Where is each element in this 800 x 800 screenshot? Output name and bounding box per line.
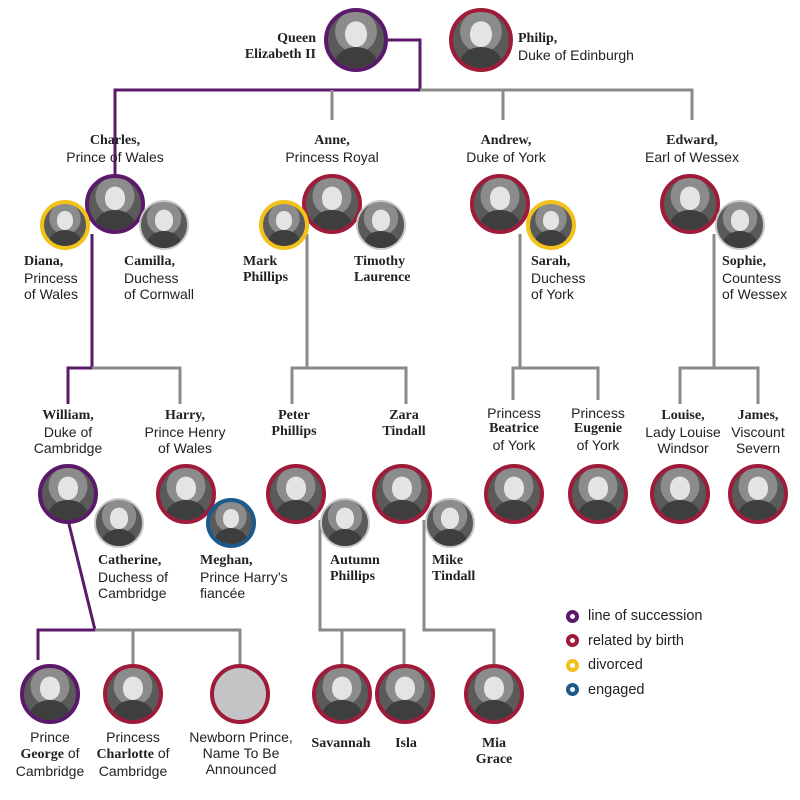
charlotte-label: Princess Charlotte of Cambridge: [96, 729, 170, 779]
newborn-placeholder-photo: [210, 664, 270, 724]
camilla-photo: [139, 200, 189, 250]
george-photo: [20, 664, 80, 724]
legend-label: engaged: [588, 681, 645, 698]
charles-label: Charles,Prince of Wales: [66, 133, 164, 165]
succession-line: [66, 234, 94, 404]
family-line: [95, 628, 135, 664]
anne-photo: [302, 174, 362, 234]
savannah-label: Savannah: [311, 736, 371, 751]
legend: line of succession related by birth divo…: [566, 604, 702, 702]
zara-tindall-photo: [372, 464, 432, 524]
sophie-photo: [715, 200, 765, 250]
james-photo: [728, 464, 788, 524]
legend-item-birth: related by birth: [566, 629, 702, 654]
george-label: Prince George of Cambridge: [15, 729, 85, 779]
philip-photo: [449, 8, 513, 72]
legend-item-engaged: engaged: [566, 678, 702, 703]
andrew-label: Andrew,Duke of York: [466, 133, 546, 165]
legend-label: related by birth: [588, 632, 684, 649]
legend-item-succession: line of succession: [566, 604, 702, 629]
family-line: [420, 88, 694, 120]
family-line: [290, 234, 309, 404]
eugenie-photo: [568, 464, 628, 524]
family-line: [422, 520, 496, 664]
diana-photo: [40, 200, 90, 250]
family-line: [92, 366, 182, 404]
meghan-photo: [206, 498, 256, 548]
isla-label: Isla: [395, 736, 417, 751]
legend-swatch: [566, 609, 579, 623]
charlotte-photo: [103, 664, 163, 724]
mike-tindall-photo: [425, 498, 475, 548]
harry-photo: [156, 464, 216, 524]
andrew-photo: [470, 174, 530, 234]
mark-phillips-photo: [259, 200, 309, 250]
family-line: [342, 628, 406, 664]
legend-swatch: [566, 683, 579, 697]
legend-item-divorced: divorced: [566, 653, 702, 678]
louise-photo: [650, 464, 710, 524]
family-line: [292, 366, 408, 404]
family-line: [95, 628, 242, 664]
legend-label: divorced: [588, 657, 643, 674]
peter-phillips-photo: [266, 464, 326, 524]
charles-photo: [85, 174, 145, 234]
savannah-photo: [312, 664, 372, 724]
timothy-laurence-photo: [356, 200, 406, 250]
family-line: [511, 234, 522, 400]
family-line: [678, 234, 716, 404]
family-line: [513, 366, 600, 400]
philip-label: Philip,Duke of Edinburgh: [518, 31, 634, 63]
william-photo: [38, 464, 98, 524]
legend-swatch: [566, 634, 579, 648]
anne-label: Anne,Princess Royal: [285, 133, 379, 165]
queen-elizabeth-photo: [324, 8, 388, 72]
family-line: [318, 520, 344, 664]
isla-photo: [375, 664, 435, 724]
sarah-photo: [526, 200, 576, 250]
mia-grace-photo: [464, 664, 524, 724]
succession-line: [36, 519, 97, 660]
catherine-photo: [94, 498, 144, 548]
legend-label: line of succession: [588, 608, 703, 625]
beatrice-photo: [484, 464, 544, 524]
edward-photo: [660, 174, 720, 234]
family-line: [714, 366, 760, 404]
edward-label: Edward,Earl of Wessex: [645, 133, 739, 165]
legend-swatch: [566, 658, 579, 672]
autumn-phillips-photo: [320, 498, 370, 548]
